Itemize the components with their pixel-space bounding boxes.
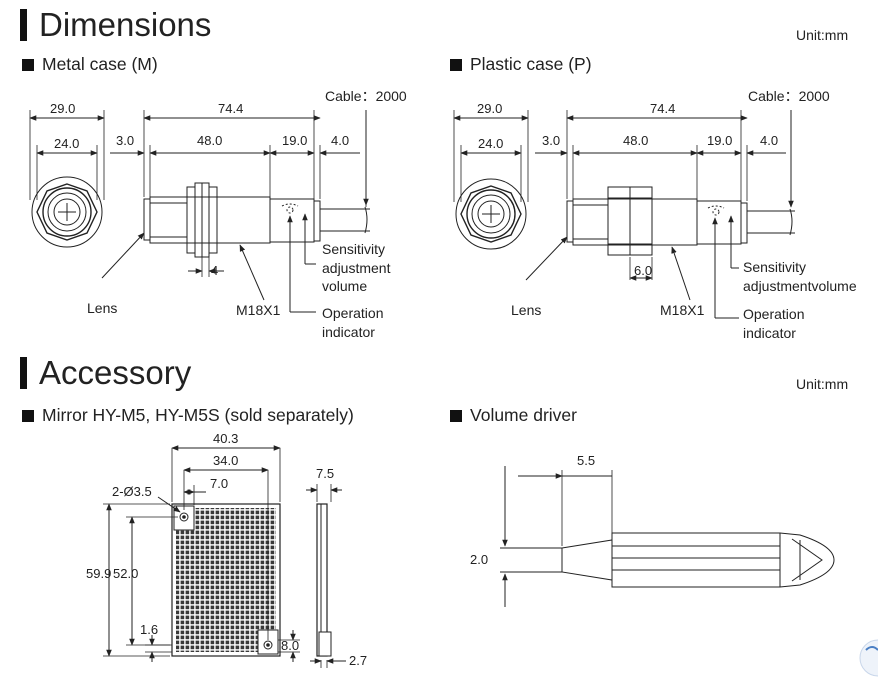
plastic-sens-label-1: Sensitivity bbox=[743, 259, 806, 275]
plastic-dim-744: 74.4 bbox=[650, 101, 675, 116]
metal-front-view bbox=[29, 110, 105, 248]
mirror-labels: 40.3 34.0 7.0 2-Ø3.5 59.9 52.0 1.6 8.0 7… bbox=[86, 431, 367, 668]
mirror-dim-599: 59.9 bbox=[86, 566, 111, 581]
driver-labels: 5.5 2.0 bbox=[470, 453, 595, 567]
plastic-dim-29: 29.0 bbox=[477, 101, 502, 116]
plastic-dim-19: 19.0 bbox=[707, 133, 732, 148]
mirror-dim-403: 40.3 bbox=[213, 431, 238, 446]
mirror-dim-520: 52.0 bbox=[113, 566, 138, 581]
plastic-case-labels: 29.0 24.0 74.4 3.0 48.0 19.0 4.0 Cable：2… bbox=[477, 88, 857, 341]
heading-bar bbox=[20, 357, 27, 389]
dimensions-unit: Unit:mm bbox=[796, 27, 849, 43]
bullet-square bbox=[22, 409, 34, 422]
driver-dim-55: 5.5 bbox=[577, 453, 595, 468]
plastic-case-title: Plastic case (P) bbox=[470, 54, 592, 74]
metal-dim-29: 29.0 bbox=[50, 101, 75, 116]
metal-nut-dim: 4 bbox=[211, 263, 218, 278]
dimensions-title: Dimensions bbox=[39, 6, 212, 43]
plastic-front-view bbox=[453, 110, 529, 250]
plastic-op-label-2: indicator bbox=[743, 325, 796, 341]
mirror-hole-dim: 2-Ø3.5 bbox=[112, 484, 152, 499]
heading-bar bbox=[20, 9, 27, 41]
driver-title: Volume driver bbox=[470, 405, 577, 425]
metal-lens-label: Lens bbox=[87, 300, 117, 316]
plastic-dim-24: 24.0 bbox=[478, 136, 503, 151]
plastic-thread-label: M18X1 bbox=[660, 302, 705, 318]
metal-dim-48: 48.0 bbox=[197, 133, 222, 148]
accessory-unit: Unit:mm bbox=[796, 376, 849, 392]
reflector-surface bbox=[176, 508, 276, 652]
bullet-square bbox=[22, 58, 34, 71]
metal-thread-label: M18X1 bbox=[236, 302, 281, 318]
dimensions-heading: Dimensions bbox=[20, 6, 211, 44]
mirror-dim-27: 2.7 bbox=[349, 653, 367, 668]
plastic-dim-3: 3.0 bbox=[542, 133, 560, 148]
mirror-title: Mirror HY-M5, HY-M5S (sold separately) bbox=[42, 405, 354, 425]
bullet-square bbox=[450, 58, 462, 71]
metal-case-drawing bbox=[29, 110, 370, 313]
plastic-case-heading: Plastic case (P) bbox=[450, 54, 592, 75]
mirror-heading: Mirror HY-M5, HY-M5S (sold separately) bbox=[22, 405, 354, 426]
plastic-dim-48: 48.0 bbox=[623, 133, 648, 148]
metal-dim-4: 4.0 bbox=[331, 133, 349, 148]
metal-op-label-2: indicator bbox=[322, 324, 375, 340]
plastic-nut-dim: 6.0 bbox=[634, 263, 652, 278]
bullet-square bbox=[450, 409, 462, 422]
metal-case-labels: 29.0 24.0 74.4 3.0 48.0 19.0 4.0 Cable：2… bbox=[50, 88, 407, 340]
plastic-lens-label: Lens bbox=[511, 302, 541, 318]
plastic-sens-label-2: adjustmentvolume bbox=[743, 278, 857, 294]
mirror-dim-80: 8.0 bbox=[281, 638, 299, 653]
metal-sens-label-3: volume bbox=[322, 278, 367, 294]
driver-dim-20: 2.0 bbox=[470, 552, 488, 567]
driver-drawing bbox=[500, 466, 835, 607]
plastic-dim-4: 4.0 bbox=[760, 133, 778, 148]
plastic-case-drawing bbox=[453, 110, 795, 319]
metal-dim-3: 3.0 bbox=[116, 133, 134, 148]
mirror-dim-70: 7.0 bbox=[210, 476, 228, 491]
mirror-drawing bbox=[103, 445, 346, 668]
metal-case-heading: Metal case (M) bbox=[22, 54, 158, 75]
accessory-heading: Accessory bbox=[20, 354, 191, 392]
accessory-title: Accessory bbox=[39, 354, 192, 391]
metal-dim-744: 74.4 bbox=[218, 101, 243, 116]
plastic-cable-label: Cable：2000 bbox=[748, 88, 830, 104]
metal-side-view bbox=[101, 110, 370, 313]
metal-sens-label-2: adjustment bbox=[322, 260, 391, 276]
mirror-dim-16: 1.6 bbox=[140, 622, 158, 637]
mirror-dim-340: 34.0 bbox=[213, 453, 238, 468]
driver-heading: Volume driver bbox=[450, 405, 577, 426]
metal-sens-label-1: Sensitivity bbox=[322, 241, 385, 257]
metal-dim-19: 19.0 bbox=[282, 133, 307, 148]
mirror-dim-75: 7.5 bbox=[316, 466, 334, 481]
plastic-op-label-1: Operation bbox=[743, 306, 804, 322]
metal-cable-label: Cable：2000 bbox=[325, 88, 407, 104]
corner-badge-icon bbox=[859, 639, 878, 677]
metal-case-title: Metal case (M) bbox=[42, 54, 158, 74]
plastic-side-view bbox=[525, 110, 795, 319]
metal-op-label-1: Operation bbox=[322, 305, 383, 321]
metal-dim-24: 24.0 bbox=[54, 136, 79, 151]
